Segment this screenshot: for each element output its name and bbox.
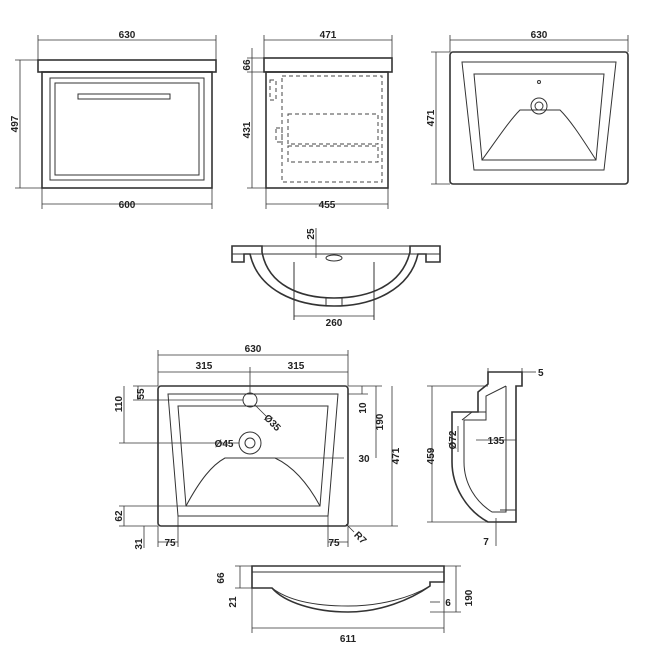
side-hidden-drawer-bottom: [287, 145, 379, 163]
top-depth-label: 471: [426, 109, 437, 126]
front-height-label: 497: [10, 115, 21, 132]
section-basin-profile: [231, 245, 441, 307]
bottom-lip-label: 6: [445, 598, 451, 609]
top-waste-icon: [530, 97, 548, 115]
plan-basin-slope: [185, 457, 321, 507]
plan-front-edge-label: 31: [134, 538, 145, 550]
plan-corner-radius-label: R7: [351, 530, 368, 547]
plan-basin-rim: [167, 393, 339, 517]
bottom-top-height-label: 66: [216, 572, 227, 584]
plan-waste-offset-label: 30: [358, 454, 370, 465]
profile-outlet-diameter-label: Ø72: [448, 430, 459, 449]
plan-front-rim-label: 62: [114, 510, 125, 522]
side-cabinet-body: [265, 71, 389, 189]
plan-waste-from-back-label: 110: [114, 395, 125, 412]
side-bottom-depth-label: 455: [319, 200, 336, 211]
profile-front-lip-label: 7: [483, 537, 489, 548]
plan-tap-hole-icon: [242, 392, 258, 408]
drawer-handle-icon: [77, 93, 171, 100]
profile-outlet-offset-label: 135: [488, 436, 505, 447]
plan-right-half-label: 315: [288, 361, 305, 372]
side-hidden-drawer-top: [287, 113, 379, 145]
front-top-width-label: 630: [119, 30, 136, 41]
front-basin-top: [37, 59, 217, 73]
plan-total-width-label: 630: [245, 344, 262, 355]
plan-bowl-depth-label: 190: [375, 413, 386, 430]
plan-waste-diameter-label: Ø45: [215, 439, 234, 450]
profile-basin-inner: [463, 385, 507, 513]
section-hole-spacing-label: 260: [326, 318, 343, 329]
side-view: 471 66 431 455: [242, 30, 393, 211]
top-tap-hole-icon: [537, 80, 541, 84]
section-waste-outlet: [325, 297, 343, 307]
plan-rim-top-label: 10: [358, 402, 369, 414]
bottom-rim-height-label: 21: [228, 596, 239, 608]
front-cabinet-body: [41, 71, 213, 189]
bottom-bowl-height-label: 190: [464, 589, 475, 606]
section-view: 260 25: [231, 228, 441, 329]
side-basin-top: [263, 57, 393, 73]
profile-height-label: 459: [426, 447, 437, 464]
section-overflow-icon: [325, 254, 343, 262]
front-drawer-inner: [54, 82, 200, 176]
plan-left-rim-label: 75: [164, 538, 176, 549]
plan-total-depth-label: 471: [391, 447, 402, 464]
bottom-basin-profile: [251, 565, 445, 613]
side-hidden-rail: [275, 127, 283, 143]
plan-right-rim-label: 75: [328, 538, 340, 549]
side-top-height-label: 66: [242, 59, 253, 71]
profile-back-lip-label: 5: [538, 368, 544, 379]
plan-tap-diameter-label: Ø35: [261, 413, 282, 434]
front-bottom-width-label: 600: [119, 200, 136, 211]
plan-basin-outline: [157, 385, 349, 527]
section-overflow-label: 25: [306, 228, 317, 240]
plan-left-half-label: 315: [196, 361, 213, 372]
profile-basin-outline: [451, 371, 523, 523]
front-view: 630 497 600: [10, 30, 217, 211]
side-hidden-bracket: [269, 79, 277, 101]
top-basin-bowl: [473, 73, 605, 161]
top-basin-rim: [461, 61, 617, 171]
basin-profile-view: 5 459 Ø72 135 7: [426, 368, 544, 548]
side-hidden-carcass: [281, 75, 383, 183]
top-basin-slope: [481, 109, 597, 161]
bottom-width-label: 611: [340, 634, 357, 645]
basin-plan-view: 630 315 315 55 110 Ø35 Ø45 10 190 30 471…: [114, 344, 402, 550]
plan-basin-bowl: [177, 405, 329, 507]
side-body-height-label: 431: [242, 121, 253, 138]
plan-tap-from-back-label: 55: [136, 388, 147, 400]
top-width-label: 630: [531, 30, 548, 41]
plan-waste-icon: [238, 431, 262, 455]
top-basin-outline: [449, 51, 629, 185]
front-drawer-panel: [49, 77, 205, 181]
top-view: 630 471: [426, 30, 629, 185]
bottom-elevation-view: 66 21 190 6 611: [216, 565, 475, 645]
side-top-depth-label: 471: [320, 30, 337, 41]
